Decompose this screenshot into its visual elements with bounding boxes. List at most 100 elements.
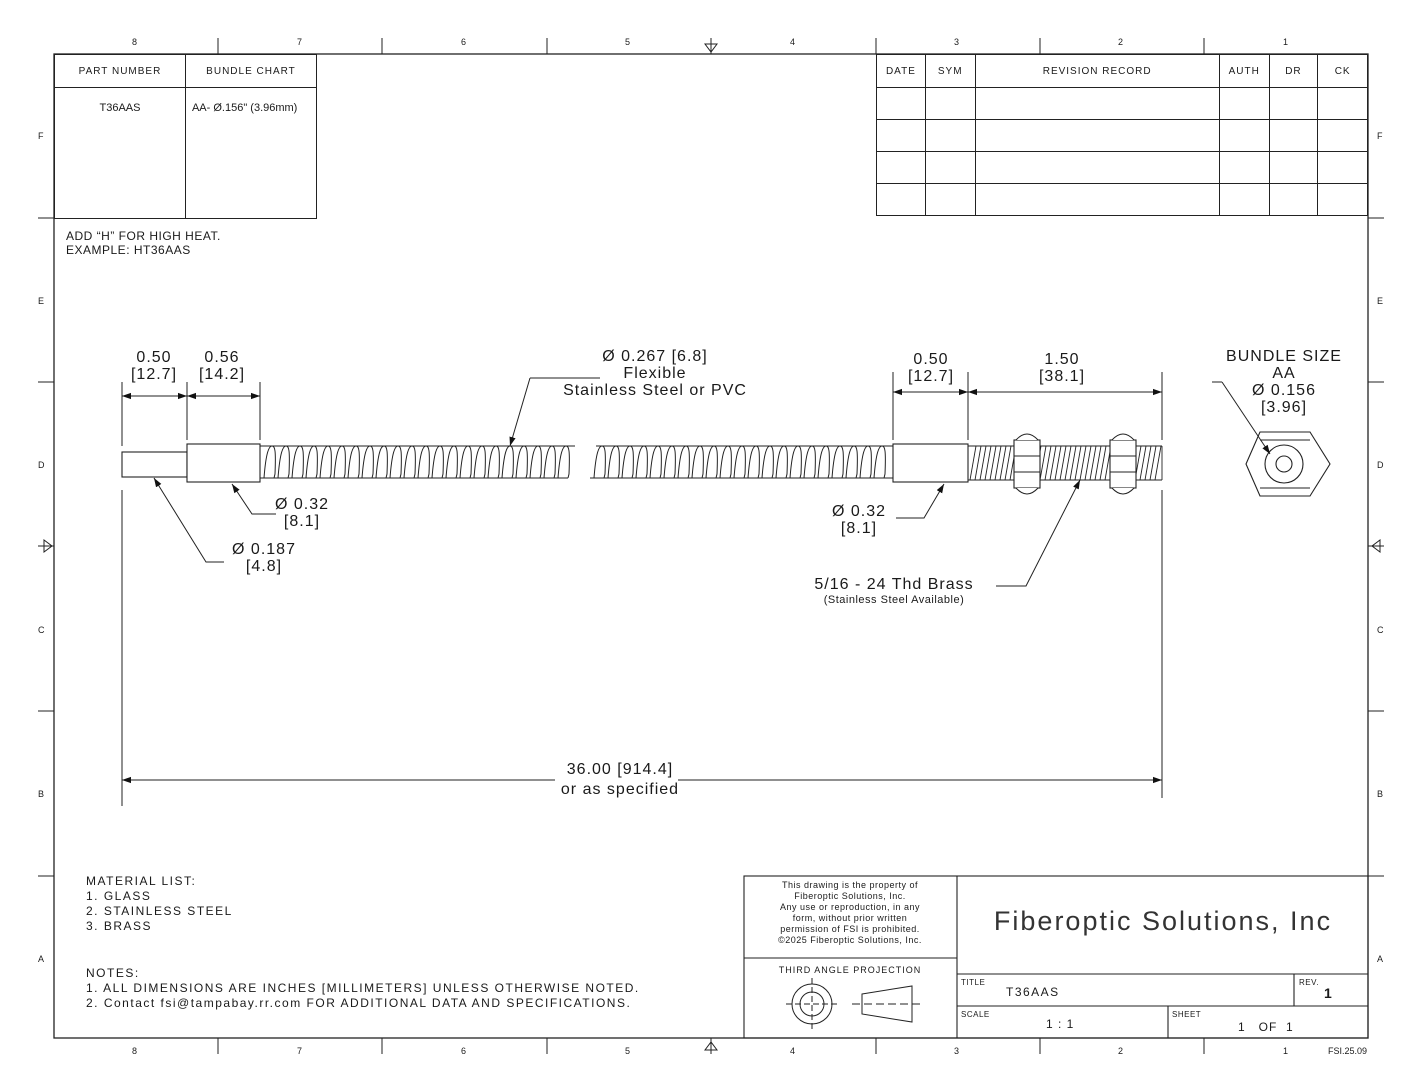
- thread-spec: 5/16 - 24 Thd Brass (Stainless Steel Ava…: [794, 576, 994, 606]
- sheet-code: FSI.25.09: [1328, 1046, 1368, 1056]
- row-label-left: D: [38, 460, 45, 470]
- col-label-bottom: 2: [1118, 1046, 1124, 1056]
- row-label-left: A: [38, 954, 45, 964]
- row-label-right: E: [1377, 296, 1384, 306]
- row-label-right: B: [1377, 789, 1384, 799]
- part-number-header: PART NUMBER: [54, 54, 186, 88]
- rev-header-sym: SYM: [924, 54, 976, 88]
- heat-note: ADD “H” FOR HIGH HEAT. EXAMPLE: HT36AAS: [66, 229, 221, 257]
- scale-value: 1 : 1: [1046, 1017, 1075, 1031]
- notice-line: Any use or reproduction, in any: [779, 902, 921, 912]
- col-label-top: 8: [132, 37, 138, 47]
- dim-value-mm: [12.7]: [130, 366, 178, 383]
- notice-line: form, without prior written: [792, 913, 908, 923]
- centering-marks: [38, 38, 1384, 1054]
- jacket-right: [590, 445, 893, 479]
- note-item: 2. Contact fsi@tampabay.rr.com FOR ADDIT…: [86, 996, 632, 1010]
- row-label-left: E: [38, 296, 45, 306]
- rev-header-record: REVISION RECORD: [974, 54, 1220, 88]
- dim-ferrule-length: 0.56 [14.2]: [194, 349, 250, 383]
- revision-row: [876, 151, 1368, 184]
- right-ferrule: [892, 443, 969, 483]
- notice-line: This drawing is the property of: [781, 880, 919, 890]
- dim-value-mm: [38.1]: [1038, 368, 1086, 385]
- notes: NOTES: 1. ALL DIMENSIONS ARE INCHES [MIL…: [86, 966, 640, 1011]
- dim-value: Ø 0.32: [831, 503, 887, 520]
- bundle-size-dia: Ø 0.156: [1252, 382, 1316, 399]
- sheet-value: 1 OF 1: [1238, 1020, 1294, 1034]
- col-label-top: 5: [625, 37, 631, 47]
- dim-value-mm: [14.2]: [198, 366, 246, 383]
- thread-spec-note: (Stainless Steel Available): [823, 594, 965, 606]
- left-ferrule: [121, 443, 261, 483]
- dim-value: 0.50: [913, 351, 949, 368]
- part-table: PART NUMBER BUNDLE CHART T36AAS AA- Ø.15…: [54, 54, 318, 219]
- col-label-bottom: 5: [625, 1046, 631, 1056]
- jacket-type: Flexible: [623, 365, 687, 382]
- scale-label: SCALE: [961, 1010, 990, 1019]
- part-number-value: T36AAS: [54, 87, 186, 219]
- material-list-title: MATERIAL LIST:: [86, 874, 197, 888]
- col-label-bottom: 4: [790, 1046, 796, 1056]
- dim-right-ferrule-dia: Ø 0.32 [8.1]: [826, 503, 892, 537]
- sheet-label: SHEET: [1172, 1010, 1202, 1019]
- rev-header-ck: CK: [1317, 54, 1368, 88]
- heat-note-line: ADD “H” FOR HIGH HEAT.: [66, 229, 221, 243]
- rev-value: 1: [1324, 985, 1332, 1001]
- dim-value: 36.00 [914.4]: [566, 761, 674, 778]
- notice-line: Fiberoptic Solutions, Inc.: [794, 891, 906, 901]
- col-label-top: 6: [461, 37, 467, 47]
- col-label-top: 1: [1283, 37, 1289, 47]
- revision-row: [876, 183, 1368, 216]
- col-label-top: 4: [790, 37, 796, 47]
- dim-tip-length: 0.50 [12.7]: [126, 349, 182, 383]
- col-label-bottom: 1: [1283, 1046, 1289, 1056]
- dim-overall: [121, 490, 1163, 806]
- material-item: 1. GLASS: [86, 889, 152, 903]
- bundle-size-dia-mm: [3.96]: [1260, 399, 1308, 416]
- dim-jacket: Ø 0.267 [6.8] Flexible Stainless Steel o…: [548, 348, 762, 399]
- jacket-left: [260, 445, 575, 479]
- rev-header-dr: DR: [1268, 54, 1319, 88]
- row-label-right: A: [1377, 954, 1384, 964]
- bundle-size-title: BUNDLE SIZE: [1226, 348, 1342, 365]
- projection-symbol: [786, 978, 922, 1030]
- row-label-left: F: [38, 131, 44, 141]
- dim-lines-right: [892, 372, 1163, 440]
- bundle-chart-value: AA- Ø.156" (3.96mm): [184, 87, 318, 219]
- dim-overall-length: 36.00 [914.4] or as specified: [540, 760, 700, 800]
- jacket-diameter: Ø 0.267 [6.8]: [602, 348, 708, 365]
- dim-ferrule-dia: Ø 0.32 [8.1]: [270, 496, 334, 530]
- thread-spec-text: 5/16 - 24 Thd Brass: [814, 576, 974, 593]
- title-value: T36AAS: [1006, 985, 1060, 999]
- revision-table: DATE SYM REVISION RECORD AUTH DR CK: [876, 54, 1368, 216]
- row-label-left: B: [38, 789, 45, 799]
- dim-value: 1.50: [1044, 351, 1080, 368]
- title-label: TITLE: [961, 978, 986, 987]
- projection-label: THIRD ANGLE PROJECTION: [778, 965, 922, 975]
- company-name: Fiberoptic Solutions, Inc: [993, 906, 1333, 936]
- notice-line: ©2025 Fiberoptic Solutions, Inc.: [778, 935, 922, 945]
- zone-ticks: [38, 38, 1384, 1054]
- col-label-top: 3: [954, 37, 960, 47]
- dim-note: or as specified: [560, 781, 680, 798]
- revision-row: [876, 87, 1368, 120]
- material-list: MATERIAL LIST: 1. GLASS 2. STAINLESS STE…: [86, 874, 233, 934]
- row-label-right: F: [1377, 131, 1383, 141]
- property-notice: This drawing is the property of Fiberopt…: [746, 880, 954, 946]
- col-label-bottom: 6: [461, 1046, 467, 1056]
- rev-header-auth: AUTH: [1218, 54, 1270, 88]
- bundle-chart-header: BUNDLE CHART: [184, 54, 318, 88]
- material-item: 2. STAINLESS STEEL: [86, 904, 233, 918]
- dim-right-ferrule-length: 0.50 [12.7]: [902, 351, 960, 385]
- hex-nut-left: [1013, 433, 1041, 495]
- rev-label: REV.: [1299, 978, 1319, 987]
- notice-line: permission of FSI is prohibited.: [780, 924, 920, 934]
- row-label-left: C: [38, 625, 45, 635]
- dim-value: Ø 0.32: [274, 496, 330, 513]
- material-item: 3. BRASS: [86, 919, 153, 933]
- rev-header-date: DATE: [876, 54, 926, 88]
- dim-value: Ø 0.187: [232, 541, 296, 558]
- row-label-right: C: [1377, 625, 1384, 635]
